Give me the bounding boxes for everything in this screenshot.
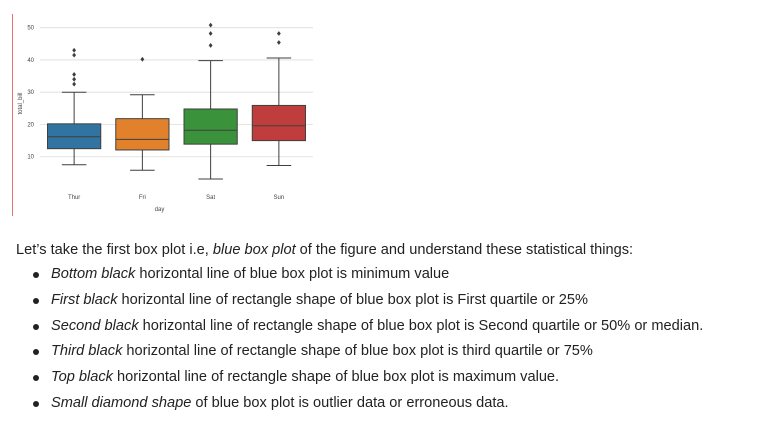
y-tick-label: 20 bbox=[27, 122, 34, 128]
outlier-diamond bbox=[140, 56, 145, 62]
list-item-emphasis: First black bbox=[51, 291, 118, 308]
bullet-list: Bottom black horizontal line of blue box… bbox=[30, 262, 703, 417]
list-item-text: horizontal line of rectangle shape of bl… bbox=[112, 369, 560, 386]
intro-paragraph: Let’s take the first box plot i.e, blue … bbox=[16, 240, 633, 260]
y-tick-label: 30 bbox=[27, 90, 34, 96]
list-item: First black horizontal line of rectangle… bbox=[30, 288, 703, 314]
list-item-text: horizontal line of rectangle shape of bl… bbox=[122, 343, 593, 360]
box-sat bbox=[183, 108, 238, 145]
outlier-diamond bbox=[72, 72, 77, 77]
list-item-emphasis: Bottom black bbox=[51, 266, 136, 282]
list-item-emphasis: Top black bbox=[51, 369, 113, 386]
y-tick-label: 50 bbox=[27, 26, 34, 32]
outlier-diamond bbox=[72, 52, 77, 58]
list-item-emphasis: Small diamond shape bbox=[51, 394, 192, 411]
outlier-diamond bbox=[276, 40, 281, 45]
y-tick-label: 40 bbox=[27, 58, 34, 64]
list-item: Bottom black horizontal line of blue box… bbox=[30, 262, 703, 288]
list-item: Small diamond shape of blue box plot is … bbox=[30, 391, 703, 417]
list-item: Top black horizontal line of rectangle s… bbox=[30, 365, 703, 391]
y-tick-label: 10 bbox=[27, 155, 34, 161]
list-item-emphasis: Third black bbox=[51, 343, 123, 360]
x-tick-label: Fri bbox=[139, 195, 146, 201]
outlier-diamond bbox=[72, 47, 77, 53]
list-item: Third black horizontal line of rectangle… bbox=[30, 339, 703, 365]
outlier-diamond bbox=[72, 76, 77, 82]
x-tick-label: Sat bbox=[206, 195, 215, 201]
list-item-text: of blue box plot is outlier data or erro… bbox=[191, 394, 509, 411]
intro-emphasis: blue box plot bbox=[212, 242, 296, 258]
box-sun bbox=[251, 104, 306, 142]
outlier-diamond bbox=[72, 81, 77, 87]
intro-text-before: Let’s take the first box plot i.e, bbox=[16, 242, 213, 258]
list-item-text: horizontal line of rectangle shape of bl… bbox=[117, 291, 589, 308]
list-item-text: horizontal line of blue box plot is mini… bbox=[135, 266, 450, 282]
outlier-diamond bbox=[208, 31, 213, 36]
intro-text-after: of the figure and understand these stati… bbox=[295, 242, 634, 258]
x-tick-label: Sun bbox=[274, 195, 285, 201]
outlier-diamond bbox=[276, 31, 281, 36]
list-item: Second black horizontal line of rectangl… bbox=[30, 314, 703, 340]
box-fri bbox=[115, 118, 170, 151]
x-axis-label: day bbox=[155, 207, 165, 213]
x-tick-label: Thur bbox=[68, 195, 80, 201]
list-item-emphasis: Second black bbox=[51, 317, 139, 334]
outlier-diamond bbox=[208, 22, 213, 28]
outlier-diamond bbox=[208, 43, 213, 48]
list-item-text: horizontal line of rectangle shape of bl… bbox=[138, 317, 704, 334]
y-axis-label: total_bill bbox=[18, 92, 24, 114]
plot-area bbox=[40, 18, 313, 189]
